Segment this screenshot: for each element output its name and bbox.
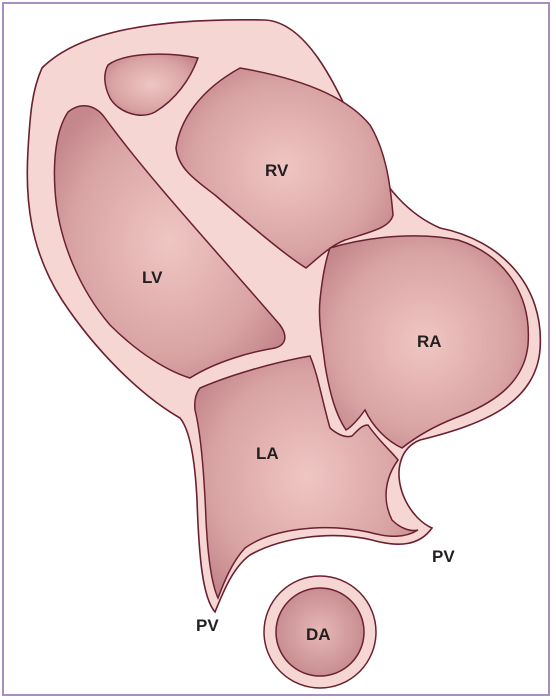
label-ra: RA xyxy=(417,332,442,351)
label-pv-left: PV xyxy=(196,616,219,635)
label-rv: RV xyxy=(265,161,289,180)
label-da: DA xyxy=(306,625,331,644)
label-pv-right: PV xyxy=(432,547,455,566)
label-lv: LV xyxy=(142,268,163,287)
label-la: LA xyxy=(256,444,279,463)
